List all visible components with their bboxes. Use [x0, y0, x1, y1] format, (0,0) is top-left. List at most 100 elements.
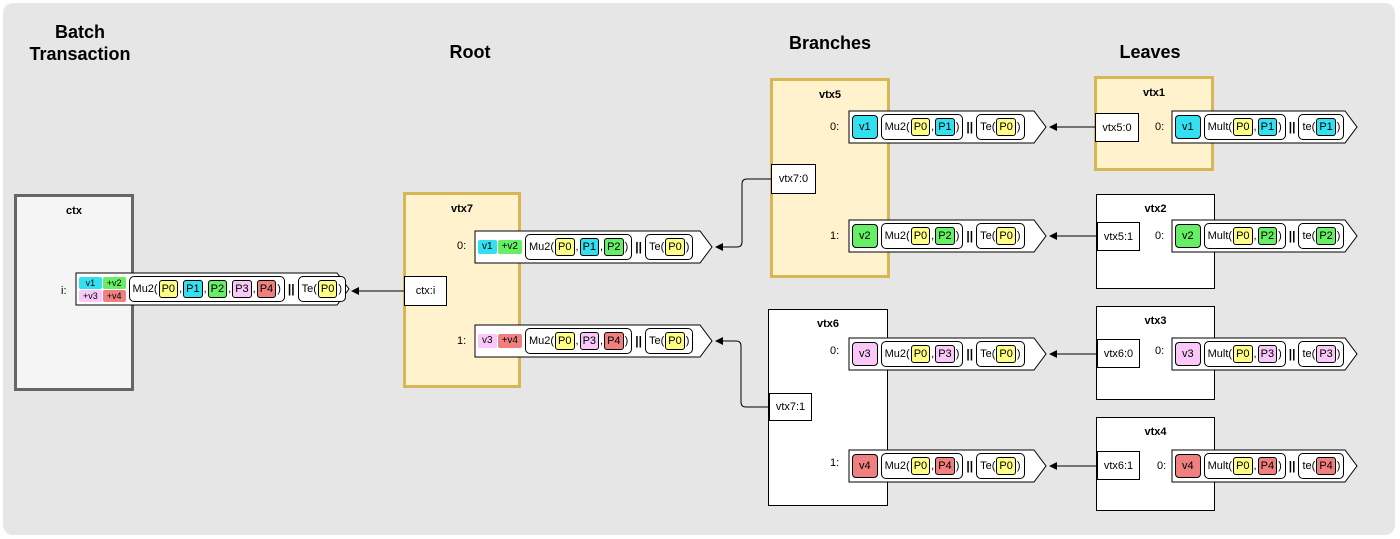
concat-separator: || [966, 459, 974, 473]
key-chip: P2 [1257, 227, 1278, 245]
vtx4-output: v4 Mult( P0, P4 ) || te( P4 ) [1171, 449, 1359, 483]
mu2-function: Mu2( P0, P1 ) [880, 114, 964, 140]
concat-separator: || [635, 240, 642, 254]
function-label: Mult( [1207, 460, 1233, 472]
value-chip: v4 [852, 454, 878, 478]
mu2-function: Mu2( P0, P1, P2, P3, P4 ) [128, 276, 285, 302]
value-chip: v1 [852, 115, 878, 139]
vtx6-output-index: 0: [830, 345, 840, 357]
key-chip: P0 [1233, 345, 1253, 363]
key-chip: P0 [317, 280, 338, 298]
key-chip: P0 [910, 345, 931, 363]
vtx7-title: vtx7 [450, 203, 474, 215]
key-chip: P1 [183, 280, 203, 298]
value-chip: v2 [852, 224, 878, 248]
concat-separator: || [1288, 347, 1296, 361]
key-chip: P0 [1233, 118, 1253, 136]
key-chip: P2 [935, 227, 955, 245]
key-chip: P0 [996, 118, 1016, 136]
function-label: Mu2( [528, 241, 555, 253]
vtx2-output-index: 0: [1155, 230, 1165, 242]
concat-separator: || [966, 347, 974, 361]
function-label: te( [1302, 121, 1316, 133]
te-function: Te( P0 ) [297, 276, 346, 302]
function-label: Te( [980, 230, 996, 242]
value-chip: +v3 [79, 289, 102, 302]
function-label: Te( [648, 241, 665, 253]
mu2-function: Mu2( P0, P2 ) [880, 223, 964, 249]
key-chip: P4 [1316, 457, 1336, 475]
key-chip: P0 [158, 280, 179, 298]
mu2-function: Mu2( P0, P3 ) [880, 341, 964, 367]
close-paren: ) [1278, 348, 1282, 360]
vtx7-output-index: 1: [457, 335, 467, 347]
function-label: Te( [648, 335, 665, 347]
key-chip: P0 [1233, 457, 1253, 475]
vtx2-title: vtx2 [1144, 203, 1167, 215]
vtx6-output-1: v4 Mu2( P0, P4 ) || Te( P0 ) [848, 449, 1048, 483]
close-paren: ) [1336, 230, 1341, 242]
key-chip: P0 [996, 345, 1016, 363]
mult-function: Mult( P0, P3 ) [1203, 341, 1286, 367]
close-paren: ) [1336, 121, 1341, 133]
key-chip: P4 [935, 457, 955, 475]
function-label: Te( [301, 283, 317, 295]
close-paren: ) [955, 460, 960, 472]
value-chip: v1 [79, 276, 102, 289]
function-label: Mult( [1207, 348, 1233, 360]
concat-separator: || [966, 120, 974, 134]
vtx7-output-1: v3 +v4 Mu2( P0, P3, P4 ) || Te( P0 ) [474, 324, 714, 358]
function-label: Te( [980, 121, 996, 133]
vtx7-output-0: v1 +v2 Mu2( P0, P1, P2 ) || Te( P0 ) [474, 230, 714, 264]
te-function: Te( P0 ) [976, 223, 1025, 249]
function-label: te( [1302, 230, 1316, 242]
key-chip: P3 [935, 345, 955, 363]
function-label: Mu2( [528, 335, 555, 347]
key-chip: P0 [910, 457, 931, 475]
te-function: te( P2 ) [1298, 223, 1345, 249]
mu2-function: Mu2( P0, P3, P4 ) [524, 328, 633, 354]
mu2-function: Mu2( P0, P4 ) [880, 453, 964, 479]
vtx3-output-index: 0: [1155, 345, 1165, 357]
te-function: te( P3 ) [1298, 341, 1345, 367]
concat-separator: || [966, 229, 974, 243]
key-chip: P2 [207, 280, 228, 298]
vtx3-title: vtx3 [1144, 315, 1167, 327]
value-chip: v3 [478, 334, 497, 348]
te-function: Te( P0 ) [976, 453, 1025, 479]
close-paren: ) [624, 241, 629, 253]
key-chip: P2 [1316, 227, 1336, 245]
heading-batch-transaction: Batch Transaction [29, 22, 131, 64]
vtx7-output-index: 0: [457, 240, 467, 252]
close-paren: ) [955, 121, 960, 133]
vtx4-output-index: 0: [1157, 460, 1167, 472]
function-label: Mult( [1207, 121, 1233, 133]
ctx-value-grid: v1 +v2 +v3 +v4 [79, 276, 126, 302]
key-chip: P0 [910, 118, 931, 136]
vtx5-output-0: v1 Mu2( P0, P1 ) || Te( P0 ) [848, 110, 1048, 144]
key-chip: P0 [996, 457, 1016, 475]
function-label: Mu2( [884, 121, 910, 133]
value-chip: +v4 [102, 289, 126, 302]
key-chip: P0 [910, 227, 931, 245]
function-label: Mu2( [884, 460, 910, 472]
value-chip: +v2 [497, 240, 522, 254]
concat-separator: || [287, 282, 295, 296]
value-pair: v3 +v4 [478, 334, 522, 348]
vtx6-input-ref: vtx7:1 [769, 393, 812, 421]
value-chip: +v4 [497, 334, 522, 348]
vtx1-output: v1 Mult( P0, P1 ) || te( P1 ) [1171, 110, 1359, 144]
vtx6-title: vtx6 [816, 318, 840, 330]
close-paren: ) [1016, 121, 1021, 133]
vtx4-title: vtx4 [1144, 426, 1167, 438]
heading-branches: Branches [788, 33, 872, 53]
key-chip: P1 [1316, 118, 1336, 136]
ctx-output: v1 +v2 +v3 +v4 Mu2( P0, P1, P2, P3, P4 )… [75, 272, 350, 306]
value-chip: v4 [1175, 454, 1201, 478]
ctx-title: ctx [66, 205, 82, 217]
function-label: te( [1302, 460, 1316, 472]
key-chip: P3 [579, 332, 600, 350]
key-chip: P4 [604, 332, 624, 350]
key-chip: P0 [996, 227, 1016, 245]
